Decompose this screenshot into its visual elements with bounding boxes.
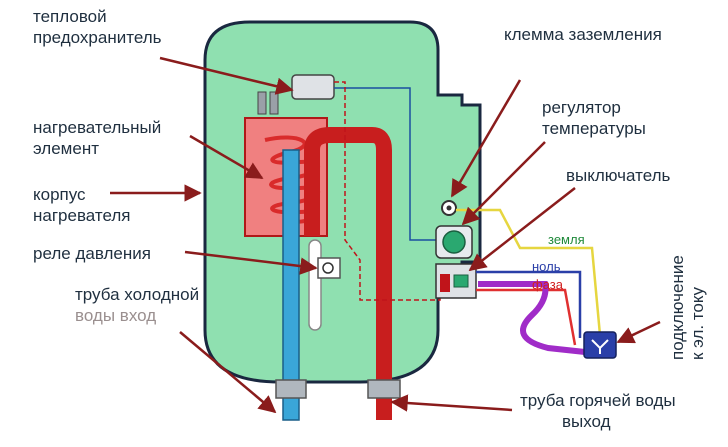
label-power-connection-line2: к эл. току [688,286,707,360]
connector-plug-icon [591,339,609,354]
arrow-ground-terminal [450,79,522,198]
label-thermostat-line1: регулятор [542,98,621,117]
label-thermostat-line2: температуры [542,119,646,138]
label-thermostat: регулятор температуры [542,97,646,139]
internal-wires-red [334,81,441,301]
internal-wires-blue [334,87,440,241]
fuse-terminal-right [269,91,279,115]
pressure-relay-dial-icon [322,262,334,274]
thermostat-dial-icon [442,230,466,254]
label-hot-pipe: труба горячей воды выход [520,390,676,432]
label-heating-element: нагревательный элемент [33,117,161,159]
neutral-wire [476,270,582,338]
power-cable [478,281,586,355]
label-ground-terminal: клемма заземления [504,25,662,44]
arrow-heating-element [189,134,264,180]
thermal-fuse [291,74,335,100]
arrow-power-connection [616,320,661,344]
label-heater-body: корпус нагревателя [33,184,130,226]
label-power-connection: подключение к эл. току [668,255,708,360]
label-thermal-fuse-line2: предохранитель [33,28,162,47]
arrow-switch [468,187,576,272]
arrow-thermal-fuse [159,56,294,95]
label-cold-pipe-line1: труба холодной [75,285,200,304]
hot-pipe-fitting [367,379,401,399]
cold-pipe-fitting [275,379,307,399]
label-thermal-fuse: тепловой предохранитель [33,6,161,48]
label-power-connection-line1: подключение [668,255,687,360]
label-heating-element-line2: элемент [33,139,99,158]
label-heater-body-line1: корпус [33,185,86,204]
label-neutral-wire: ноль [532,259,561,274]
pressure-relay-body [308,239,322,331]
switch-toggle [453,274,469,288]
pressure-relay [317,257,341,279]
cold-water-pipe [282,149,300,421]
label-earth-wire: земля [548,232,585,247]
label-thermal-fuse-line1: тепловой [33,7,107,26]
ground-terminal-core [446,205,452,211]
earth-wire [456,208,602,336]
power-connector [583,331,617,359]
label-pressure-relay: реле давления [33,244,151,263]
label-switch: выключатель [566,166,671,185]
hot-water-pipe [304,127,392,420]
label-hot-pipe-line2: выход [562,412,611,431]
label-heater-body-line2: нагревателя [33,206,131,225]
label-heating-element-line1: нагревательный [33,118,162,137]
arrow-pressure-relay [184,250,318,275]
label-cold-pipe-line2: воды вход [75,306,157,325]
arrow-thermostat [461,141,546,226]
fuse-terminal-left [257,91,267,115]
label-cold-pipe: труба холодной воды вход [75,284,199,326]
label-hot-pipe-line1: труба горячей воды [520,391,676,410]
label-phase-wire: фаза [532,277,563,292]
arrow-cold-pipe [179,331,277,414]
arrow-hot-pipe [390,394,513,412]
phase-wire [476,288,577,346]
switch-contact [440,274,450,292]
